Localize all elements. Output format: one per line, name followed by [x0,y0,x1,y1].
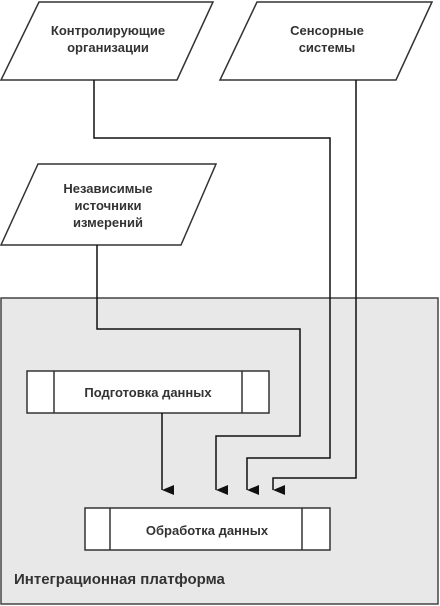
connector-control-to-processing [93,80,331,495]
source-independent-label-line1: Независимые [63,181,152,196]
source-independent-label-line2: источники [75,198,142,213]
source-control-label-line1: Контролирующие [51,23,165,38]
source-independent-label-line3: измерений [73,215,143,230]
integration-platform-label: Интеграционная платформа [14,571,226,588]
connector-sensor-to-processing [272,80,357,495]
connector-independent-to-processing [96,245,301,495]
source-control-organizations: Контролирующие организации [0,1,215,81]
source-sensor-label-line1: Сенсорные [290,23,364,38]
process-data-processing: Обработка данных [84,507,331,551]
source-sensor-systems: Сенсорные системы [218,1,434,81]
process-data-preparation: Подготовка данных [26,370,270,414]
source-control-label-line2: организации [67,40,149,55]
integration-platform-box [0,297,439,605]
source-sensor-label-line2: системы [299,40,356,55]
process-preparation-label: Подготовка данных [84,385,212,400]
process-processing-label: Обработка данных [146,523,269,538]
source-independent-measurements: Независимые источники измерений [0,163,218,246]
